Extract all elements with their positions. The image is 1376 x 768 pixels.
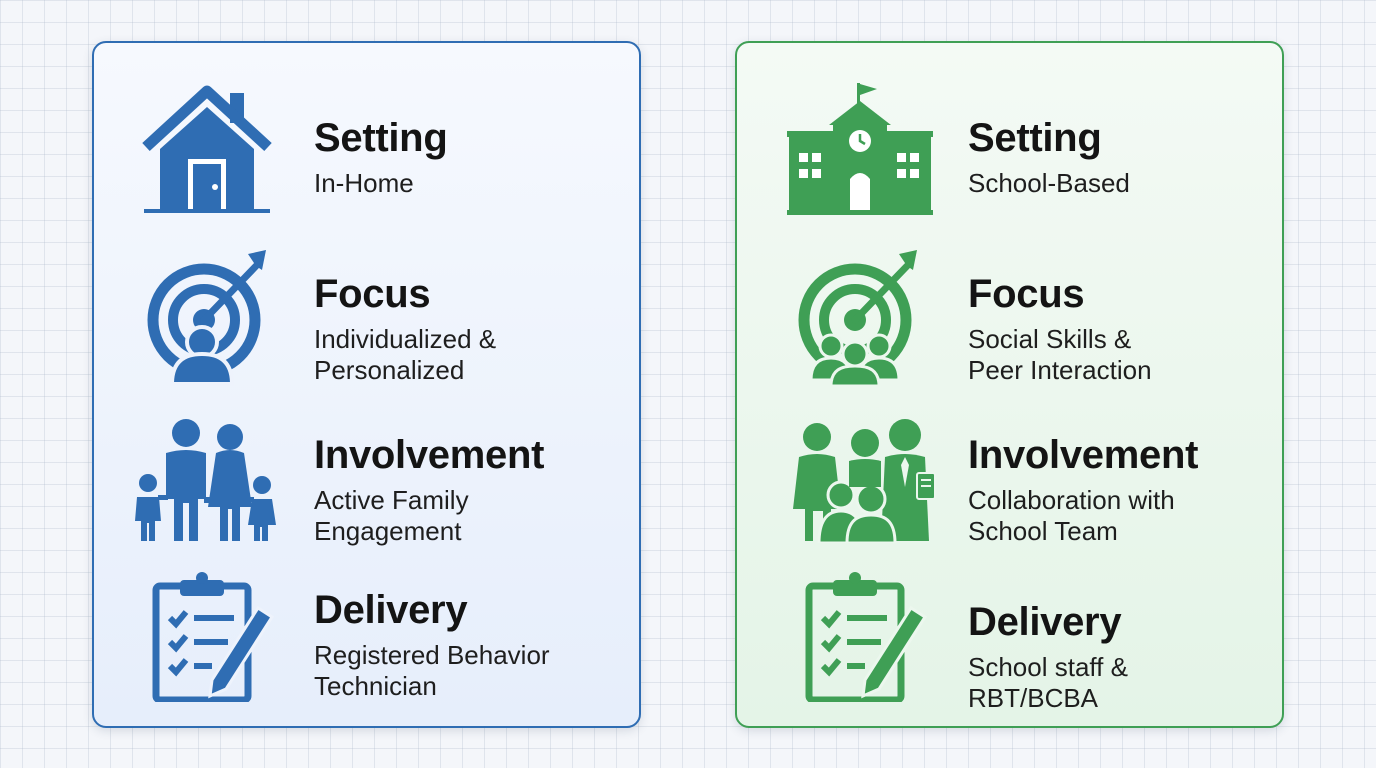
delivery-title: Delivery <box>314 588 468 632</box>
delivery-text: Delivery Registered Behavior Technician <box>314 590 550 702</box>
clipboard-pencil-icon <box>152 572 276 702</box>
focus-title: Focus <box>968 272 1085 316</box>
involvement-desc: Collaboration with School Team <box>968 485 1175 546</box>
involvement-desc: Active Family Engagement <box>314 485 469 546</box>
involvement-title: Involvement <box>314 433 545 477</box>
focus-text: Focus Social Skills & Peer Interaction <box>968 274 1152 386</box>
target-group-icon <box>795 246 929 386</box>
target-person-icon <box>144 246 274 386</box>
focus-text: Focus Individualized & Personalized <box>314 274 496 386</box>
setting-text: Setting In-Home <box>314 116 448 199</box>
team-icon <box>783 417 939 543</box>
house-icon <box>142 81 272 213</box>
focus-title: Focus <box>314 272 431 316</box>
setting-desc: In-Home <box>314 168 414 198</box>
setting-desc: School-Based <box>968 168 1130 198</box>
delivery-desc: School staff & RBT/BCBA <box>968 652 1128 713</box>
setting-title: Setting <box>314 116 448 160</box>
involvement-title: Involvement <box>968 433 1199 477</box>
focus-desc: Social Skills & Peer Interaction <box>968 324 1152 385</box>
focus-desc: Individualized & Personalized <box>314 324 497 385</box>
delivery-desc: Registered Behavior Technician <box>314 640 550 701</box>
involvement-text: Involvement Collaboration with School Te… <box>968 435 1198 547</box>
delivery-text: Delivery School staff & RBT/BCBA <box>968 602 1128 714</box>
clipboard-pencil-icon <box>805 572 929 702</box>
setting-text: Setting School-Based <box>968 118 1130 199</box>
school-based-card: Setting School-Based Focus <box>735 41 1284 728</box>
delivery-title: Delivery <box>968 600 1122 644</box>
family-icon <box>134 417 280 543</box>
involvement-text: Involvement Active Family Engagement <box>314 435 544 547</box>
setting-title: Setting <box>968 116 1102 160</box>
in-home-card: Setting In-Home Focus Individualized & P… <box>92 41 641 728</box>
school-building-icon <box>787 81 933 215</box>
